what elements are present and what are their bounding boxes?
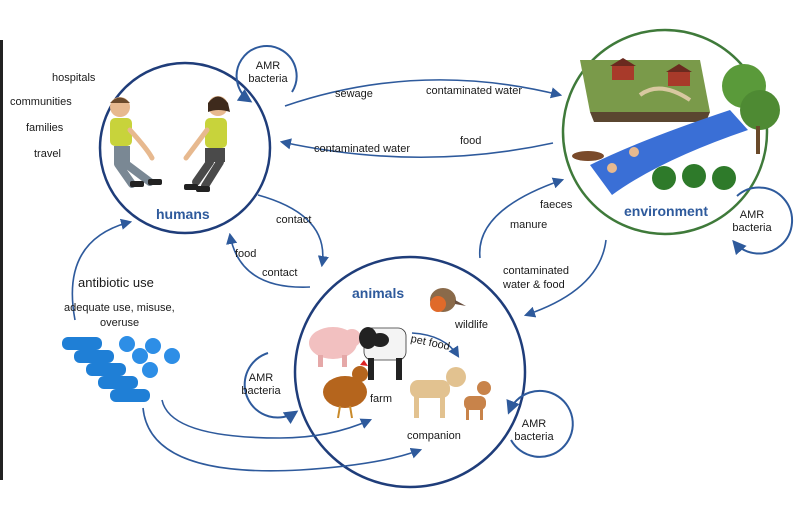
flow-contaminated-water-mid: contaminated water [314,143,410,155]
label-wildlife: wildlife [455,319,489,331]
flow-contact-1: contact [276,214,312,226]
arrow-humans-to-animals [257,194,329,268]
label-farm: farm [370,393,392,405]
animals-circle [293,255,527,489]
flow-food-environment: food [460,135,482,147]
arrow-animals-to-environment [479,177,565,259]
humans-title: humans [156,206,210,222]
humans-circle [98,61,272,235]
flow-food-animals: food [235,248,257,260]
arrow-antibiotic-to-animals-farm [161,399,373,439]
amr-loop-animals-right [506,389,574,458]
arrow-antibiotic-to-humans [71,218,133,321]
label-companion: companion [407,430,461,442]
setting-travel: travel [34,148,61,160]
amr-loop-environment [732,186,794,256]
humans-illustration [110,96,230,192]
flow-faeces: faeces [540,199,573,211]
arrow-animals-to-humans [226,232,311,288]
environment-title: environment [624,203,709,219]
arrow-environment-to-animals [523,239,607,318]
flow-contaminated-water-top: contaminated water [426,85,522,97]
pig-icon [309,327,361,367]
setting-hospitals: hospitals [52,72,96,84]
antibiotic-pills-icon [62,336,180,402]
setting-families: families [26,122,64,134]
arrow-pet-food [411,332,460,358]
flow-contact-2: contact [262,267,298,279]
left-border-bar [0,40,3,480]
chicken-icon [323,360,368,419]
setting-communities: communities [10,96,72,108]
antibiotic-use-title: antibiotic use [78,275,154,290]
flow-sewage: sewage [335,88,373,100]
animals-title: animals [352,285,405,301]
antibiotic-subtitle-line2: overuse [100,317,140,329]
arrow-antibiotic-to-animals-companion [142,407,423,472]
amr-loop-animals-left [243,352,299,425]
robin-icon [430,288,466,312]
girl-figure [183,96,230,192]
boy-figure [110,97,162,188]
flow-manure: manure [510,219,548,231]
dog-icon [410,367,466,418]
arrow-environment-to-humans [279,138,554,159]
flow-contaminated-2: water & food [503,279,565,291]
flow-contaminated-1: contaminated [503,265,570,277]
arrow-humans-to-environment [284,79,563,107]
cow-icon [359,327,407,380]
environment-circle [561,28,769,236]
environment-illustration [572,58,780,195]
antibiotic-subtitle-line1: adequate use, misuse, [64,302,175,314]
amr-loop-humans [235,45,298,103]
cat-icon [464,381,491,420]
